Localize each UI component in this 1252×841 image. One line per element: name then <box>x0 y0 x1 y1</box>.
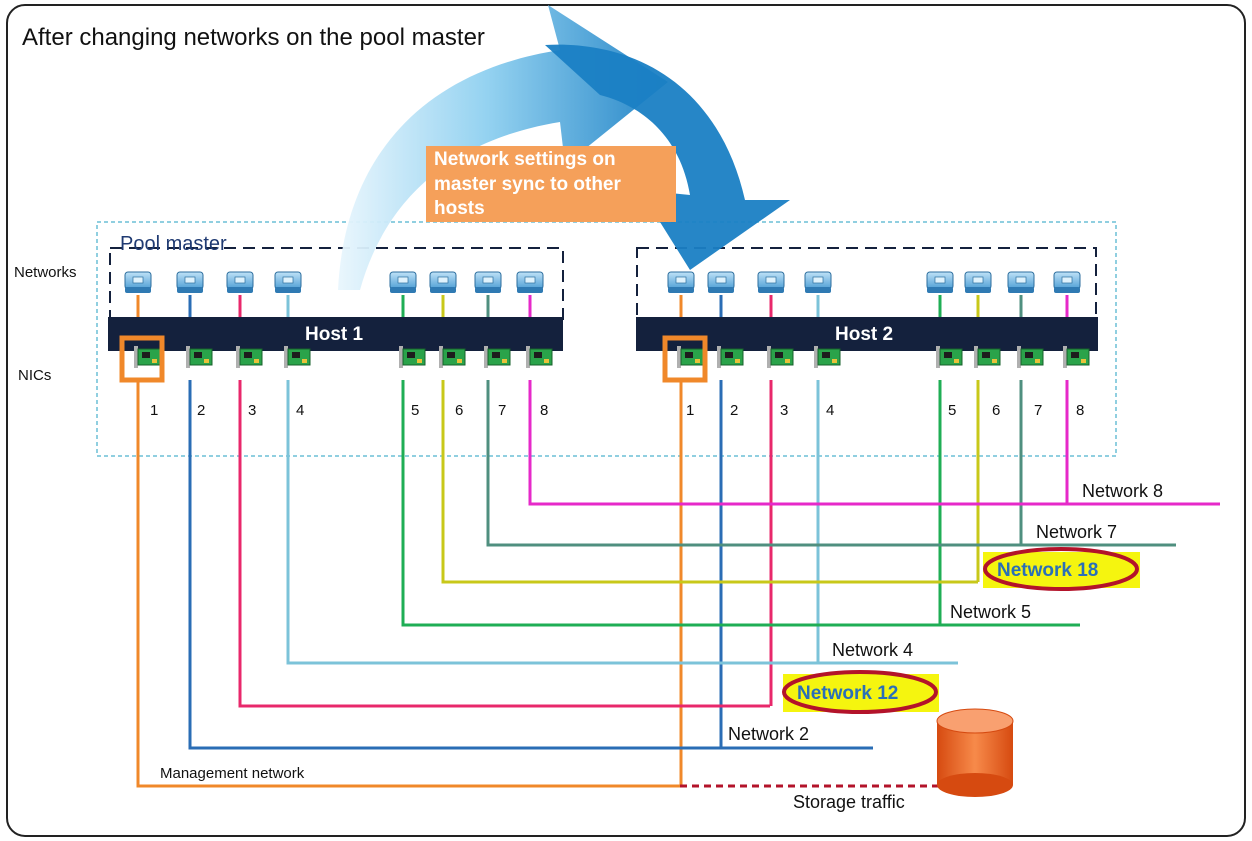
nic-number: 8 <box>1076 402 1084 419</box>
network-12-highlight-ring <box>782 670 938 714</box>
network-switch-icon <box>1007 271 1035 293</box>
network-switch-icon <box>474 271 502 293</box>
network-switch-icon <box>516 271 544 293</box>
nic-number: 8 <box>540 402 548 419</box>
host1-network-line-7 <box>486 380 1176 547</box>
nic-card-icon <box>1017 346 1044 368</box>
nic-card-icon <box>1063 346 1090 368</box>
network-switch-icon <box>1053 271 1081 293</box>
management-nic-highlight <box>119 335 165 383</box>
nics-side-label: NICs <box>18 367 51 384</box>
sync-note-line-3: hosts <box>434 198 485 219</box>
nic-card-icon <box>814 346 841 368</box>
network-switch-icon <box>707 271 735 293</box>
networks-side-label: Networks <box>14 264 77 281</box>
nic-card-icon <box>717 346 744 368</box>
host1-network-line-8 <box>528 380 1220 506</box>
nic-number: 4 <box>826 402 834 419</box>
nic-card-icon <box>677 346 704 368</box>
nic-number: 1 <box>686 402 694 419</box>
storage-traffic-label: Storage traffic <box>793 792 905 812</box>
nic-number: 6 <box>992 402 1000 419</box>
nic-card-icon <box>399 346 426 368</box>
host1-network-line-3 <box>238 380 770 708</box>
nic-card-icon <box>936 346 963 368</box>
network-2-label: Network 2 <box>728 724 809 744</box>
nic-card-icon <box>767 346 794 368</box>
nic-number: 7 <box>498 402 506 419</box>
nic-card-icon <box>134 346 161 368</box>
nic-number: 3 <box>248 402 256 419</box>
nic-card-icon <box>439 346 466 368</box>
nic-card-icon <box>526 346 553 368</box>
host1-network-line-1 <box>136 380 680 788</box>
host-label-2: Host 2 <box>835 324 893 345</box>
network-8-label: Network 8 <box>1082 481 1163 501</box>
sync-note-line-1: Network settings on <box>434 149 616 170</box>
pool-region <box>96 221 1117 457</box>
network-5-label: Network 5 <box>950 602 1031 622</box>
network-switch-icon <box>389 271 417 293</box>
host1-network-line-4 <box>286 380 958 665</box>
nic-number: 7 <box>1034 402 1042 419</box>
network-switch-icon <box>176 271 204 293</box>
network-7-label: Network 7 <box>1036 522 1117 542</box>
host-bar-2 <box>636 317 1098 351</box>
nic-number: 5 <box>948 402 956 419</box>
management-network-label: Management network <box>160 765 305 782</box>
network-switch-icon <box>226 271 254 293</box>
nic-number: 2 <box>730 402 738 419</box>
nic-number: 3 <box>780 402 788 419</box>
host-label-1: Host 1 <box>305 324 364 345</box>
frame-border <box>6 4 1246 837</box>
host1-network-line-2 <box>188 380 873 750</box>
sync-note-box <box>426 146 676 222</box>
nic-number: 6 <box>455 402 463 419</box>
network-switch-icon <box>757 271 785 293</box>
host-bar-1 <box>108 317 563 351</box>
network-4-label: Network 4 <box>832 640 913 660</box>
nic-card-icon <box>484 346 511 368</box>
network-switch-icon <box>804 271 832 293</box>
nic-number: 4 <box>296 402 304 419</box>
nic-card-icon <box>186 346 213 368</box>
network-switch-icon <box>964 271 992 293</box>
nic-card-icon <box>974 346 1001 368</box>
management-nic-highlight <box>662 335 708 383</box>
pool-master-label: Pool master <box>120 233 227 255</box>
host1-network-line-6 <box>441 380 978 584</box>
network-18-highlight-ring <box>983 547 1139 591</box>
host1-network-line-5 <box>401 380 1080 627</box>
diagram-title: After changing networks on the pool mast… <box>22 24 485 51</box>
nic-card-icon <box>284 346 311 368</box>
network-18-label: Network 18 <box>997 560 1098 581</box>
network-switch-icon <box>667 271 695 293</box>
network-switch-icon <box>124 271 152 293</box>
nic-number: 1 <box>150 402 158 419</box>
network-switch-icon <box>274 271 302 293</box>
network-switch-icon <box>926 271 954 293</box>
nic-number: 2 <box>197 402 205 419</box>
network-12-label: Network 12 <box>797 683 898 704</box>
sync-arrow-right <box>545 44 790 270</box>
storage-cylinder-icon <box>936 708 1014 797</box>
sync-note-line-2: master sync to other <box>434 174 621 195</box>
nic-card-icon <box>236 346 263 368</box>
network-switch-icon <box>429 271 457 293</box>
nic-number: 5 <box>411 402 419 419</box>
